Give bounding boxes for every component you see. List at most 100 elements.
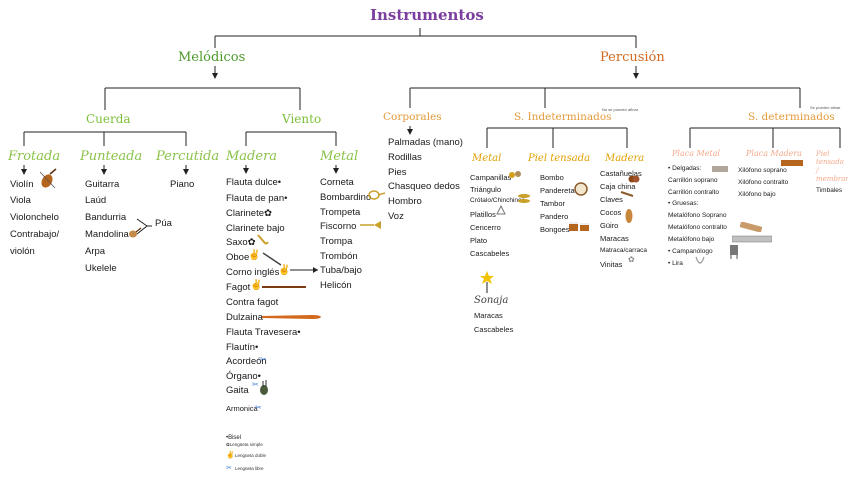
sonaja-label: Sonaja xyxy=(474,296,508,306)
free-reed-icon: ✂ xyxy=(226,464,232,472)
oboe-icon xyxy=(262,252,282,266)
list-item: violón xyxy=(10,247,35,257)
list-item: • Gruesas: xyxy=(668,201,698,208)
percutida-label: Percutida xyxy=(156,150,219,163)
list-item: Violín xyxy=(10,180,34,190)
list-item: Dulzaina xyxy=(226,313,263,323)
melodicos-label: Melódicos xyxy=(178,51,245,64)
piel-label: Piel tensada xyxy=(528,154,590,164)
trumpet-icon xyxy=(360,220,382,230)
list-item: Pandereta xyxy=(540,187,575,195)
list-item: Clarinete bajo xyxy=(226,224,285,234)
ind-madera-label: Madera xyxy=(605,154,644,164)
indeterminados-label: S. Indeterminados xyxy=(514,112,612,123)
list-item: Tambor xyxy=(540,200,565,208)
list-item: Trompa xyxy=(320,237,352,247)
madera-label: Madera xyxy=(226,150,277,163)
list-item: Cascabeles xyxy=(470,250,509,258)
double-reed-icon: ✌ xyxy=(250,280,262,291)
list-item: Matraca/carraca xyxy=(600,248,647,255)
list-item: Triángulo xyxy=(470,186,501,194)
list-item: Carrillón contralto xyxy=(668,190,719,197)
tambourine-icon xyxy=(574,182,588,196)
castanets-icon xyxy=(628,174,640,184)
list-item: Hombro xyxy=(388,197,422,207)
gaita-icon xyxy=(258,380,270,396)
metalofono-icon xyxy=(732,235,772,243)
list-item: Violonchelo xyxy=(10,213,59,223)
det-piel-label: Piel tensada / membrana xyxy=(816,150,848,184)
carrillon-icon xyxy=(712,166,728,172)
list-item: Flauta dulce• xyxy=(226,178,281,188)
list-item: Flauta de pan• xyxy=(226,194,287,204)
list-item: Flauta Travesera• xyxy=(226,328,301,338)
free-reed-icon: ✂ xyxy=(260,355,267,364)
determinados-label: S. determinados xyxy=(748,112,835,123)
fagot-icon xyxy=(262,284,306,290)
list-item: Fiscorno xyxy=(320,222,356,232)
percusion-label: Percusión xyxy=(600,51,665,64)
list-item: Cocos xyxy=(600,209,621,217)
list-item: Xilófono bajo xyxy=(738,192,776,199)
dulzaina-icon xyxy=(262,312,322,322)
list-item: Arpa xyxy=(85,247,105,257)
list-item: Mandolina xyxy=(85,230,129,240)
list-item: Bombardino xyxy=(320,193,371,203)
list-item: Laúd xyxy=(85,196,106,206)
double-reed-icon: ✌ xyxy=(226,451,235,459)
bongos-icon xyxy=(568,220,590,232)
triangle-icon xyxy=(496,205,506,215)
claves-icon xyxy=(620,190,634,200)
violin-icon xyxy=(38,168,58,190)
legend-libre: Lengüeta libre xyxy=(235,467,264,472)
list-item: Rodillas xyxy=(388,153,422,163)
vinitas-icon: ✿ xyxy=(628,255,635,264)
xylophone-icon xyxy=(780,158,804,168)
list-item: Metalófono bajo xyxy=(668,237,714,244)
cymbals-icon xyxy=(517,192,531,204)
list-item: Timbales xyxy=(816,188,842,195)
list-item: Pandero xyxy=(540,213,568,221)
list-item: Clarinete✿ xyxy=(226,209,272,219)
list-item: Ukelele xyxy=(85,264,117,274)
list-item: Xilófono contralto xyxy=(738,180,788,187)
list-item: Campanillas xyxy=(470,174,511,182)
list-item: Saxo✿ xyxy=(226,238,256,248)
placa-madera-label: Placa Madera xyxy=(746,150,802,158)
metal-label: Metal xyxy=(320,150,358,163)
list-item: Gaita xyxy=(226,386,249,396)
guiro-icon xyxy=(624,208,634,224)
list-item: Corno inglés xyxy=(226,268,279,278)
list-item: Oboe xyxy=(226,253,249,263)
legend-doble: Lengüeta doble xyxy=(235,454,266,459)
list-item: Cascabeles xyxy=(474,326,513,334)
list-item: Armonica xyxy=(226,405,258,413)
list-item: • Lira xyxy=(668,261,683,268)
list-item: Contrabajo/ xyxy=(10,230,59,240)
list-item: Plato xyxy=(470,237,487,245)
determinados-note: Se pueden afinar xyxy=(810,106,840,110)
list-item: Carrillón soprano xyxy=(668,178,718,185)
mandolin-icon xyxy=(128,227,142,239)
bombardino-icon xyxy=(368,190,386,200)
saxophone-icon xyxy=(256,234,270,246)
free-reed-icon: ✂ xyxy=(255,403,262,412)
list-item: Contra fagot xyxy=(226,298,278,308)
lira-icon xyxy=(694,255,706,269)
double-reed-icon: ✌ xyxy=(248,250,260,261)
indeterminados-note: No se pueden afinar xyxy=(602,108,638,112)
list-item: Güiro xyxy=(600,222,618,230)
placa-metal-label: Placa Metal xyxy=(672,150,720,158)
list-item: Trompeta xyxy=(320,208,360,218)
list-item: Palmadas (mano) xyxy=(388,138,463,148)
pua-label: Púa xyxy=(155,219,172,229)
list-item: Vinitas xyxy=(600,261,622,269)
xilofono-icon xyxy=(740,222,762,232)
cuerda-label: Cuerda xyxy=(86,113,131,125)
list-item: Xilófono soprano xyxy=(738,168,787,175)
punteada-label: Punteada xyxy=(80,150,142,163)
list-item: Piano xyxy=(170,180,194,190)
list-item: Flautín• xyxy=(226,343,258,353)
list-item: Chasqueo dedos xyxy=(388,182,460,192)
list-item: Bandurria xyxy=(85,213,126,223)
